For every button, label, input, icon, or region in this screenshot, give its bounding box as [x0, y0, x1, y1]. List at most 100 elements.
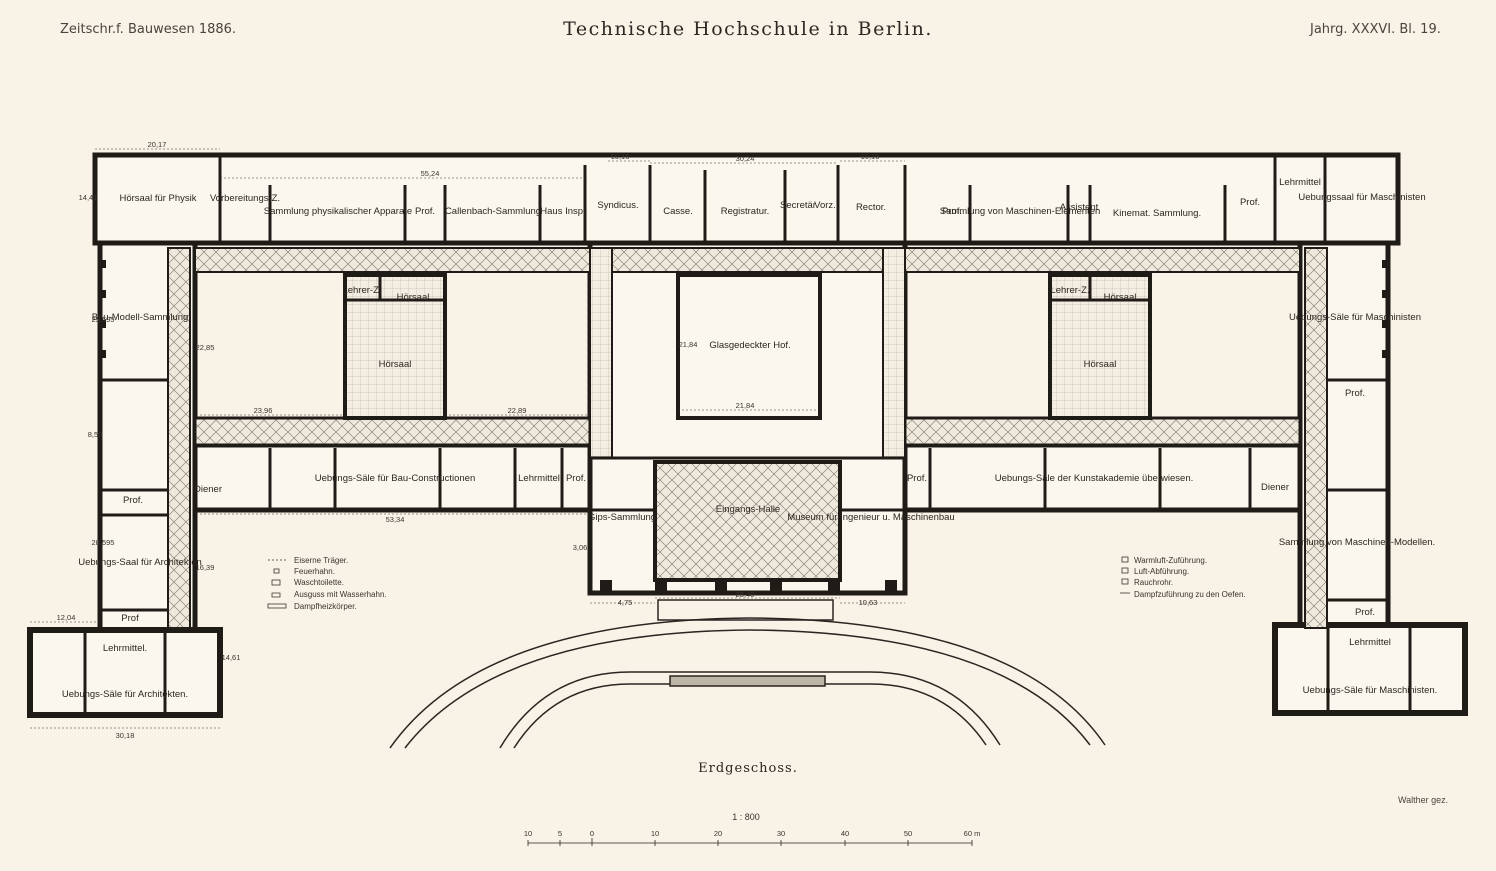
room-label: Registratur.: [721, 206, 770, 217]
room-label: Gips-Sammlung: [588, 512, 656, 523]
room-label: Vorz.: [814, 200, 836, 211]
room-label: Lehrmittel: [1349, 637, 1391, 648]
room-label: Lehrmittel: [1279, 177, 1321, 188]
dimension-label: 10,16: [611, 152, 630, 161]
legend-right: Warmluft-Zuführung. Luft-Abführung. Rauc…: [1120, 556, 1246, 599]
room-label: Secretär: [780, 200, 816, 211]
room-label: Uebungs-Säle der Kunstakademie überwiese…: [995, 473, 1194, 484]
legend-text: Dampfheizkörper.: [294, 602, 357, 611]
room-label: Hörsaal: [1104, 292, 1137, 303]
scale-tick: 50: [904, 829, 912, 838]
dimension-labels: 20,17 55,24 10,16 30,24 10,16 14,41 25,5…: [57, 140, 880, 740]
pier-marks: [100, 260, 1388, 592]
room-label: Sammlung von Maschinen-Modellen.: [1279, 537, 1435, 548]
room-label: Prof.: [123, 495, 143, 506]
scale-tick: 10: [524, 829, 532, 838]
dimension-label: 21,84: [679, 340, 698, 349]
room-label: Sammlung von Maschinen-Elementen: [940, 206, 1101, 217]
journal-caption: Zeitschr.f. Bauwesen 1886.: [60, 22, 237, 37]
room-label: Hörsaal: [379, 359, 412, 370]
room-label: Lehrer-Z.: [1050, 285, 1089, 296]
dimension-label: 28,40: [736, 590, 755, 599]
legend-text: Warmluft-Zuführung.: [1134, 556, 1207, 565]
room-labels: Hörsaal für Physik Vorbereitungs-Z. Samm…: [62, 177, 1437, 700]
forecourt: [389, 599, 1106, 749]
room-label: Prof.: [415, 206, 435, 217]
volume-caption: Jahrg. XXXVI. Bl. 19.: [1310, 22, 1441, 37]
outer-walls: [27, 152, 1468, 718]
scale-tick: 40: [841, 829, 849, 838]
interior-partitions: [83, 155, 1412, 715]
dimension-label: 14,41: [79, 193, 98, 202]
dimension-label: 22,85: [196, 343, 215, 352]
room-label: Uebungs-Säle für Maschinisten: [1289, 312, 1421, 323]
dimension-label: 8,50: [88, 430, 103, 439]
legend-text: Eiserne Träger.: [294, 556, 348, 565]
scale-tick: 30: [777, 829, 785, 838]
dimension-label: 30,24: [736, 154, 755, 163]
dimension-label: 20,17: [148, 140, 167, 149]
room-label: Vorbereitungs-Z.: [210, 193, 280, 204]
room-label: Prof.: [1345, 388, 1365, 399]
room-label: Uebungs-Säle für Bau-Constructionen: [315, 473, 476, 484]
room-label: Prof.: [907, 473, 927, 484]
room-label: Hörsaal für Physik: [119, 193, 196, 204]
scale-tick: 5: [558, 829, 562, 838]
plate-title: Technische Hochschule in Berlin.: [563, 18, 933, 40]
dimension-label: 22,89: [508, 406, 527, 415]
dimension-label: 21,84: [736, 401, 755, 410]
room-label: Museum für Ingenieur u. Maschinenbau: [787, 512, 954, 523]
dimension-label: 4,75: [618, 598, 633, 607]
room-label: Prof.: [1240, 197, 1260, 208]
dimension-label: 10,63: [859, 598, 878, 607]
room-label: Lehrer-Z.: [342, 285, 381, 296]
room-label: Lehrmittel.: [103, 643, 147, 654]
dimension-label: 30,18: [116, 731, 135, 740]
legend-text: Feuerhahn.: [294, 567, 335, 576]
legend-text: Rauchrohr.: [1134, 578, 1173, 587]
legend-left: Eiserne Träger. Feuerhahn. Waschtoilette…: [267, 556, 387, 611]
room-label: Prof: [121, 613, 139, 624]
room-label: Lehrmittel: [518, 473, 560, 484]
dimension-label: 3,06: [573, 543, 588, 552]
room-label: Prof.: [1355, 607, 1375, 618]
room-label: Eingangs-Halle: [716, 504, 780, 515]
scale-tick: 60 m: [964, 829, 981, 838]
legend-text: Ausguss mit Wasserhahn.: [294, 590, 387, 599]
dimension-label: 28,595: [92, 538, 115, 547]
room-label: Uebungs-Saal für Architekten: [78, 557, 202, 568]
dimension-label: 55,24: [421, 169, 440, 178]
scale-ratio: 1 : 800: [732, 812, 760, 822]
dimension-lines: [30, 148, 905, 729]
dimension-label: 16,39: [196, 563, 215, 572]
dimension-label: 53,34: [386, 515, 405, 524]
room-label: Uebungs-Säle für Architekten.: [62, 689, 188, 700]
room-label: Diener: [1261, 482, 1289, 493]
dimension-label: 12,04: [57, 613, 76, 622]
scale-tick: 20: [714, 829, 722, 838]
room-label: Haus Insp.: [540, 206, 585, 217]
room-label: Rector.: [856, 202, 886, 213]
room-label: Assistent: [1060, 202, 1099, 213]
room-label: Prof.: [566, 473, 586, 484]
room-label: Prof.: [942, 206, 962, 217]
room-label: Kinemat. Sammlung.: [1113, 208, 1201, 219]
room-label: Uebungssaal für Maschinisten: [1298, 192, 1425, 203]
scale-bar: 10 5 0 10 20 30 40 50 60 m: [524, 829, 981, 846]
legend-text: Dampfzuführung zu den Oefen.: [1134, 590, 1246, 599]
room-label: Uebungs-Säle für Maschinisten.: [1303, 685, 1438, 696]
room-label: Syndicus.: [597, 200, 638, 211]
room-label: Hörsaal: [1084, 359, 1117, 370]
room-label: Hörsaal: [397, 292, 430, 303]
floor-name: Erdgeschoss.: [698, 761, 798, 776]
room-label: Glasgedeckter Hof.: [709, 340, 790, 351]
room-label: Bau-Modell-Sammlung: [92, 312, 189, 323]
room-label: Sammlung physikalischer Apparate: [264, 206, 412, 217]
room-label: Diener: [194, 484, 222, 495]
room-label: Casse.: [663, 206, 693, 217]
dimension-label: 10,16: [861, 152, 880, 161]
dimension-label: 14,61: [222, 653, 241, 662]
room-label: Callenbach-Sammlung: [445, 206, 541, 217]
legend-text: Luft-Abführung.: [1134, 567, 1189, 576]
